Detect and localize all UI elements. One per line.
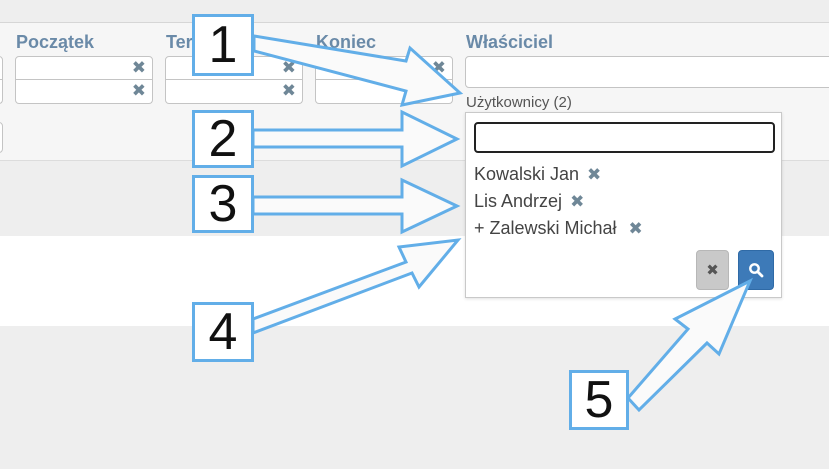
list-item: + Zalewski Michał ✖: [474, 218, 643, 239]
remove-user-icon[interactable]: ✖: [570, 192, 585, 212]
end-label: Koniec: [316, 32, 377, 52]
callout-3: 3: [192, 175, 254, 233]
callout-1: 1: [192, 14, 254, 76]
close-icon: ✖: [706, 261, 719, 279]
clear-start-to-icon[interactable]: ✖: [131, 81, 146, 101]
callout-2: 2: [192, 110, 254, 168]
arrow-3: [251, 177, 461, 235]
list-item: Kowalski Jan ✖: [474, 164, 601, 185]
clear-term-to-icon[interactable]: ✖: [281, 81, 296, 101]
user-name: + Zalewski Michał: [474, 218, 617, 238]
arrow-4: [251, 238, 462, 336]
owner-label: Właściciel: [466, 32, 554, 52]
users-count-caption: Użytkownicy (2): [466, 94, 572, 111]
user-name: Kowalski Jan: [474, 164, 580, 184]
clear-start-from-icon[interactable]: ✖: [131, 58, 146, 78]
callout-5: 5: [569, 370, 629, 430]
term-label: Ter: [166, 32, 193, 52]
remove-user-icon[interactable]: ✖: [628, 219, 643, 239]
clear-term-from-icon[interactable]: ✖: [281, 58, 296, 78]
term-to-field[interactable]: ✖: [165, 80, 303, 104]
start-label: Początek: [16, 32, 95, 52]
owner-field[interactable]: [465, 56, 829, 88]
remove-user-icon[interactable]: ✖: [587, 165, 602, 185]
start-from-field[interactable]: ✖: [15, 56, 153, 80]
left-field-top[interactable]: [0, 56, 3, 80]
arrow-5: [625, 277, 753, 413]
list-item: Lis Andrzej ✖: [474, 191, 584, 212]
arrow-2: [251, 109, 461, 169]
search-icon: [749, 263, 764, 278]
start-to-field[interactable]: ✖: [15, 80, 153, 104]
user-search-input[interactable]: [474, 122, 775, 153]
clear-button[interactable]: ✖: [696, 250, 729, 290]
user-name: Lis Andrzej: [474, 191, 563, 211]
arrow-1: [252, 34, 464, 107]
callout-4: 4: [192, 302, 254, 362]
